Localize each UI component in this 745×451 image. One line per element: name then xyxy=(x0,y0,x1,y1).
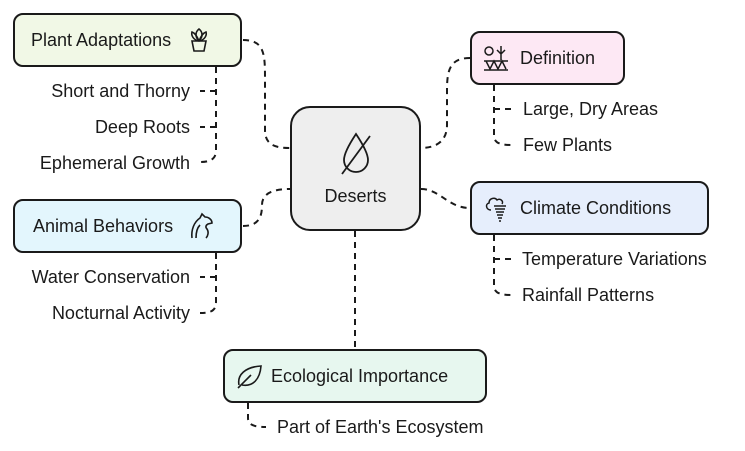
center-node[interactable]: Deserts xyxy=(290,106,421,231)
leaf-short-and-thorny: Short and Thorny xyxy=(51,81,190,101)
connector-climate-items xyxy=(493,235,513,296)
connector-plant-items xyxy=(199,67,217,163)
desert-landscape-icon xyxy=(482,44,510,72)
potted-cactus-icon xyxy=(185,26,213,54)
leaf-part-of-earths-ecosystem: Part of Earth's Ecosystem xyxy=(277,417,484,437)
connector-plant xyxy=(242,39,291,149)
branch-plant-adaptations[interactable]: Plant Adaptations xyxy=(13,13,242,67)
branch-ecological-importance[interactable]: Ecological Importance xyxy=(223,349,487,403)
dog-head-icon xyxy=(187,212,215,240)
branch-label: Definition xyxy=(520,47,596,68)
branch-definition[interactable]: Definition xyxy=(470,31,625,85)
leaf-few-plants: Few Plants xyxy=(523,135,613,155)
connector-definition-items xyxy=(493,85,513,146)
connector-animal xyxy=(242,188,291,227)
leaf-ephemeral-growth: Ephemeral Growth xyxy=(39,153,190,173)
connector-definition xyxy=(420,57,471,149)
leaf-icon xyxy=(235,362,263,390)
branch-label: Climate Conditions xyxy=(520,197,672,218)
no-water-drop-icon xyxy=(340,132,371,175)
leaf-large-dry-areas: Large, Dry Areas xyxy=(523,99,659,119)
leaf-deep-roots: Deep Roots xyxy=(94,117,190,137)
branch-climate-conditions[interactable]: Climate Conditions xyxy=(470,181,709,235)
branch-label: Animal Behaviors xyxy=(33,215,174,236)
leaf-rainfall-patterns: Rainfall Patterns xyxy=(522,285,655,305)
leaf-temperature-variations: Temperature Variations xyxy=(522,249,707,269)
center-label: Deserts xyxy=(324,186,387,206)
storm-cloud-icon xyxy=(482,194,510,222)
leaf-water-conservation: Water Conservation xyxy=(31,267,190,287)
branch-animal-behaviors[interactable]: Animal Behaviors xyxy=(13,199,242,253)
connector-ecology-items xyxy=(247,403,267,428)
branch-label: Ecological Importance xyxy=(271,365,449,386)
connector-climate xyxy=(420,188,471,209)
connector-animal-items xyxy=(199,253,217,314)
leaf-nocturnal-activity: Nocturnal Activity xyxy=(51,303,190,323)
branch-label: Plant Adaptations xyxy=(31,29,172,50)
